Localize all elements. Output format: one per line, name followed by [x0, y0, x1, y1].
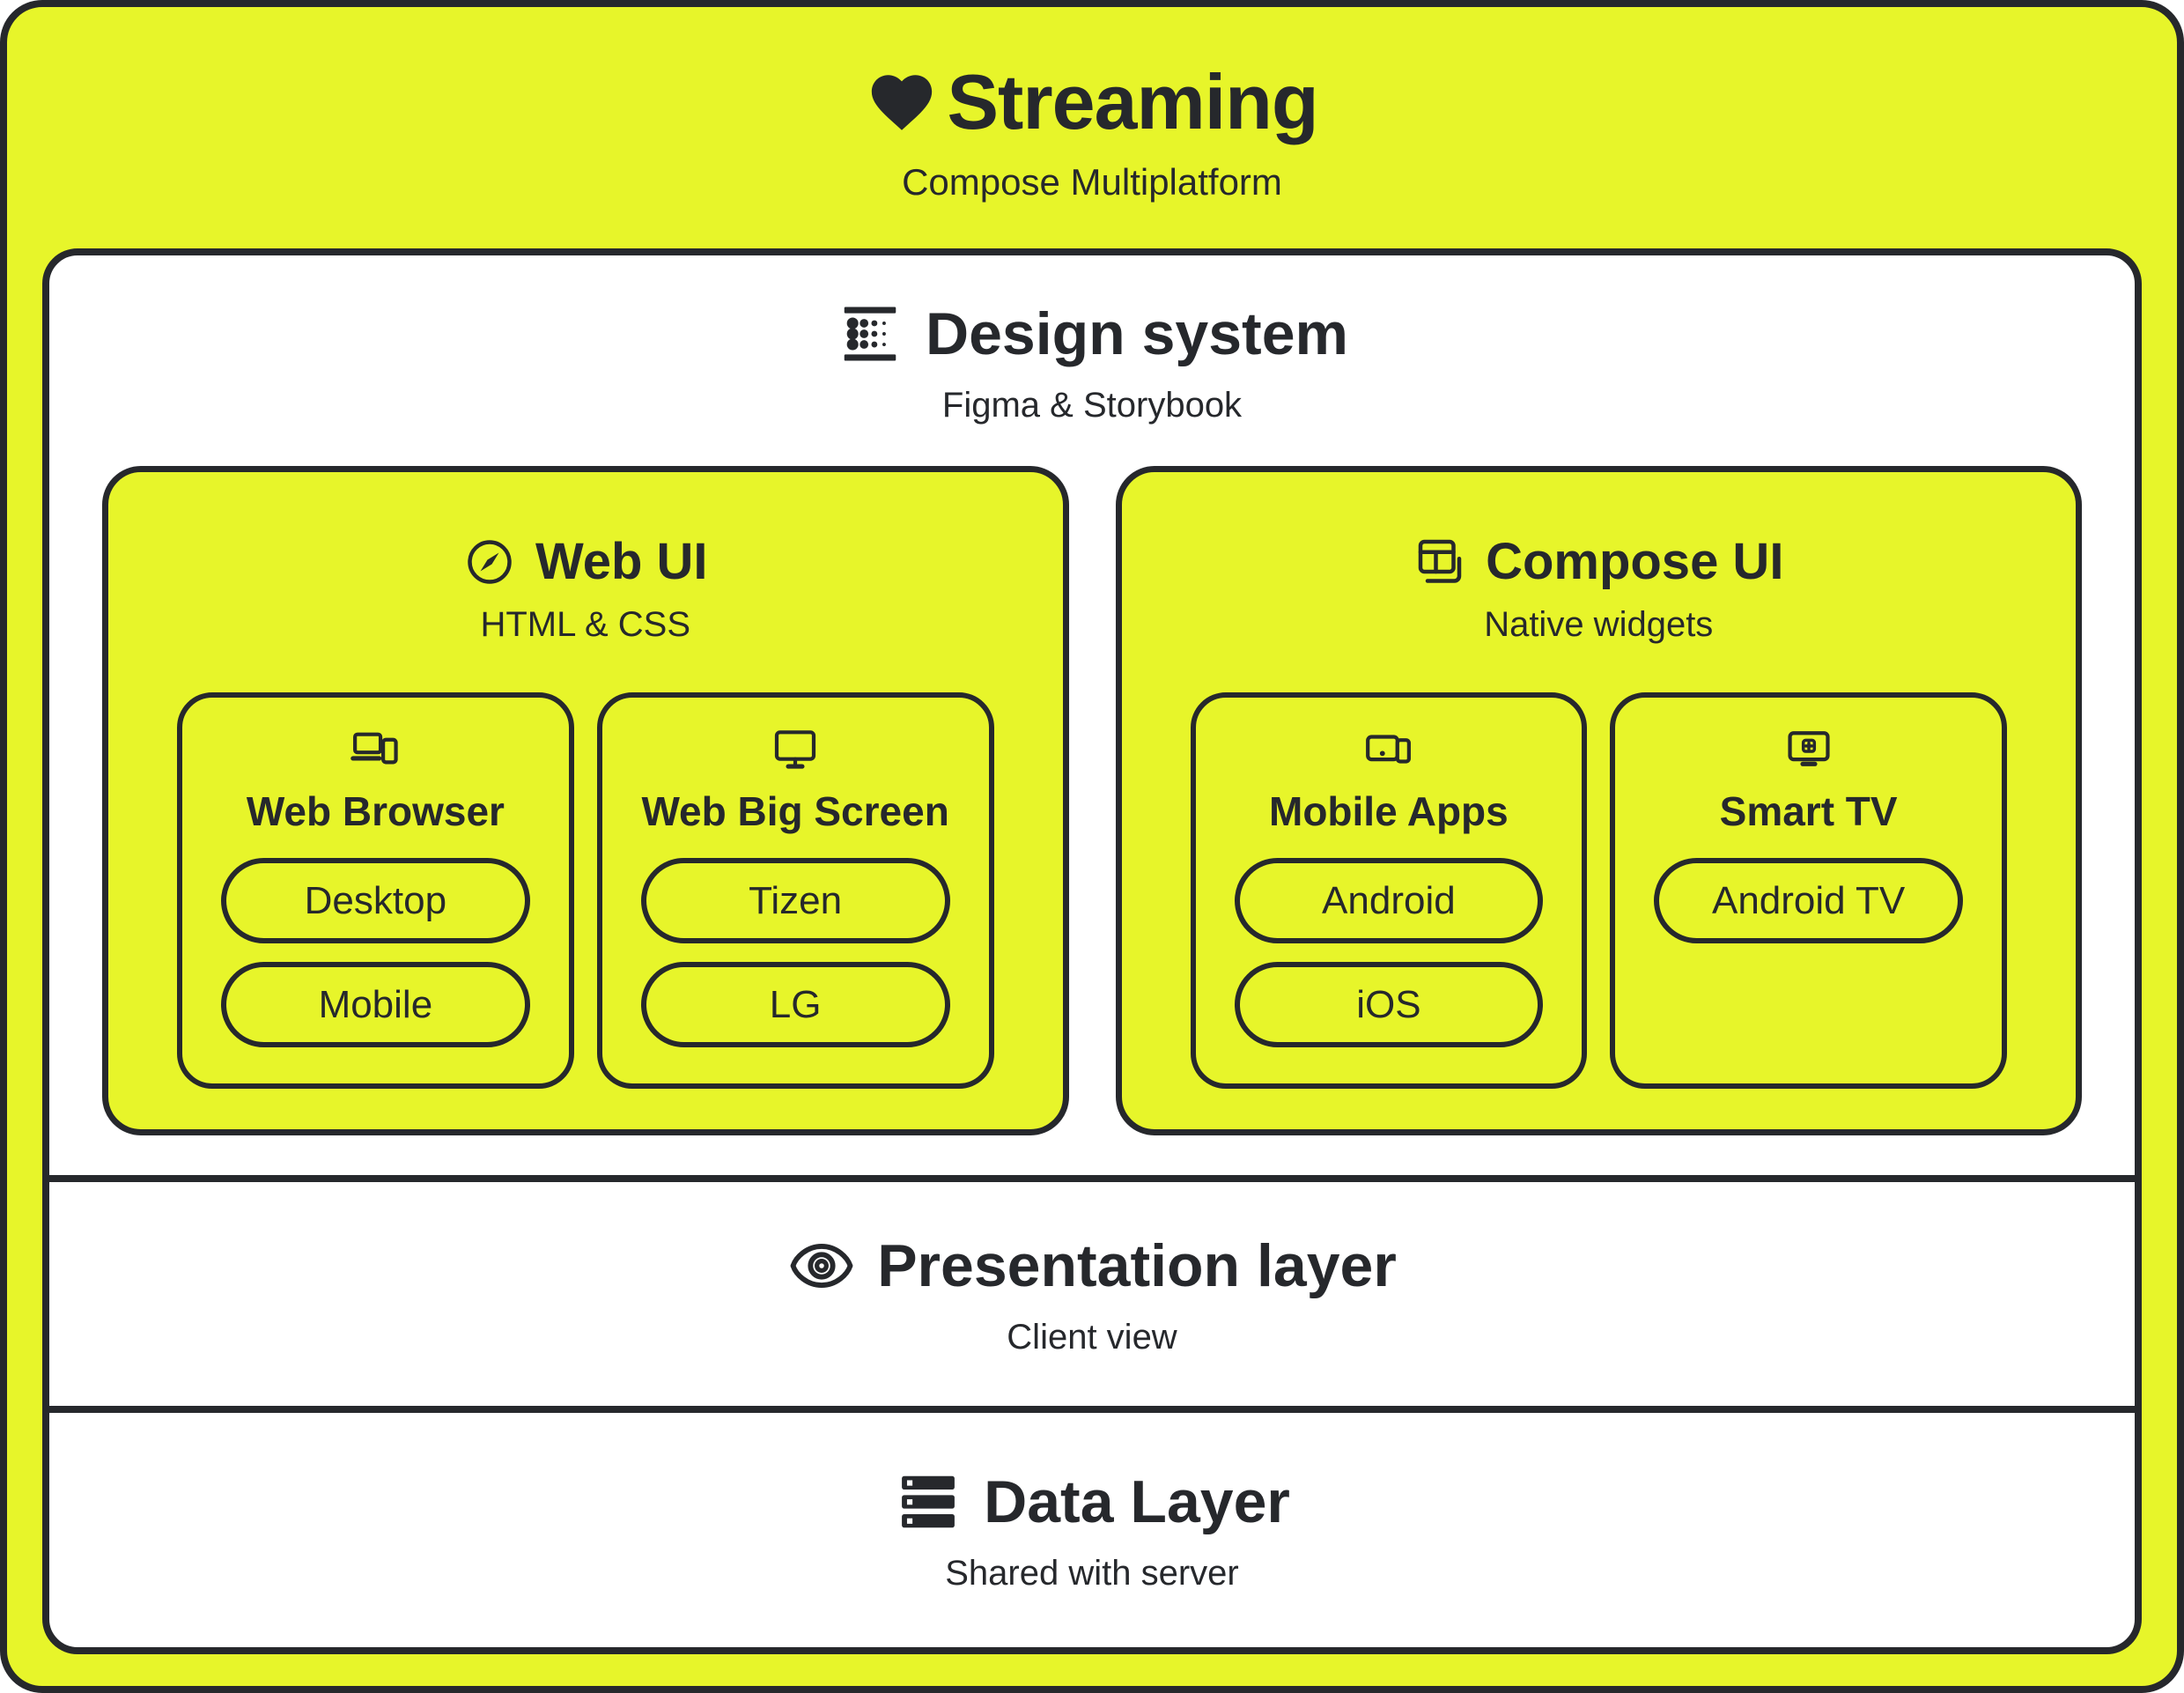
pill-android: Android: [1234, 858, 1544, 943]
card-web-big-screen: Web Big Screen Tizen LG: [596, 692, 994, 1089]
pill-android-tv: Android TV: [1654, 858, 1963, 943]
tablet-phone-icon: [1365, 735, 1411, 764]
section-design-system: Design system Figma & Storybook Web UI H…: [49, 255, 2135, 1182]
ui-groups: Web UI HTML & CSS Web Browser: [49, 466, 2135, 1135]
presentation-layer-subtitle: Client view: [1007, 1317, 1177, 1357]
compose-ui-cards: Mobile Apps Android iOS: [1122, 692, 2077, 1089]
header: Streaming Compose Multiplatform: [7, 7, 2177, 248]
mobile-apps-title: Mobile Apps: [1269, 788, 1509, 834]
web-ui-subtitle: HTML & CSS: [480, 605, 691, 644]
web-ui-heading: Web UI: [463, 532, 708, 591]
monitor-icon: [775, 730, 816, 769]
section-data-layer: Data Layer Shared with server: [49, 1413, 2135, 1647]
web-big-screen-title: Web Big Screen: [641, 788, 949, 834]
design-system-title: Design system: [926, 300, 1348, 367]
smart-tv-pills: Android TV: [1654, 858, 1963, 943]
data-layer-title: Data Layer: [984, 1468, 1290, 1535]
laptop-phone-icon: [350, 732, 399, 765]
pill-lg: LG: [640, 962, 950, 1047]
smart-tv-title: Smart TV: [1719, 788, 1898, 834]
app-subtitle: Compose Multiplatform: [902, 161, 1282, 203]
data-layer-heading: Data Layer: [894, 1468, 1290, 1536]
design-tokens-icon: [844, 307, 896, 361]
pill-desktop: Desktop: [221, 858, 530, 943]
compass-icon: [468, 539, 512, 584]
compose-ui-subtitle: Native widgets: [1484, 605, 1714, 644]
app-title: Streaming: [947, 58, 1318, 145]
group-web-ui: Web UI HTML & CSS Web Browser: [102, 466, 1069, 1135]
card-web-browser: Web Browser Desktop Mobile: [177, 692, 574, 1089]
web-ui-title: Web UI: [535, 533, 708, 590]
web-browser-pills: Desktop Mobile: [221, 858, 530, 1047]
data-layer-subtitle: Shared with server: [945, 1553, 1239, 1593]
mobile-apps-pills: Android iOS: [1234, 858, 1544, 1047]
design-system-subtitle: Figma & Storybook: [941, 386, 1243, 425]
eye-icon: [790, 1243, 853, 1288]
pill-ios: iOS: [1234, 962, 1544, 1047]
heart-icon: [872, 75, 933, 130]
web-big-screen-pills: Tizen LG: [640, 858, 950, 1047]
design-system-heading: Design system: [836, 299, 1348, 368]
app-title-row: Streaming: [866, 57, 1319, 147]
web-browser-title: Web Browser: [246, 788, 505, 834]
compose-ui-heading: Compose UI: [1413, 532, 1783, 591]
pill-mobile: Mobile: [221, 962, 530, 1047]
card-smart-tv: Smart TV Android TV: [1610, 692, 2007, 1089]
presentation-layer-heading: Presentation layer: [787, 1231, 1397, 1300]
server-stack-icon: [902, 1475, 956, 1527]
presentation-layer-title: Presentation layer: [877, 1231, 1397, 1299]
stacked-windows-icon: [1418, 539, 1462, 583]
tv-plus-icon: [1788, 731, 1830, 766]
architecture-panel: Design system Figma & Storybook Web UI H…: [42, 248, 2142, 1654]
compose-ui-title: Compose UI: [1486, 533, 1784, 590]
group-compose-ui: Compose UI Native widgets Mobile Apps: [1115, 466, 2082, 1135]
web-ui-cards: Web Browser Desktop Mobile: [108, 692, 1063, 1089]
card-mobile-apps: Mobile Apps Android iOS: [1190, 692, 1588, 1089]
section-presentation-layer: Presentation layer Client view: [49, 1182, 2135, 1413]
pill-tizen: Tizen: [640, 858, 950, 943]
